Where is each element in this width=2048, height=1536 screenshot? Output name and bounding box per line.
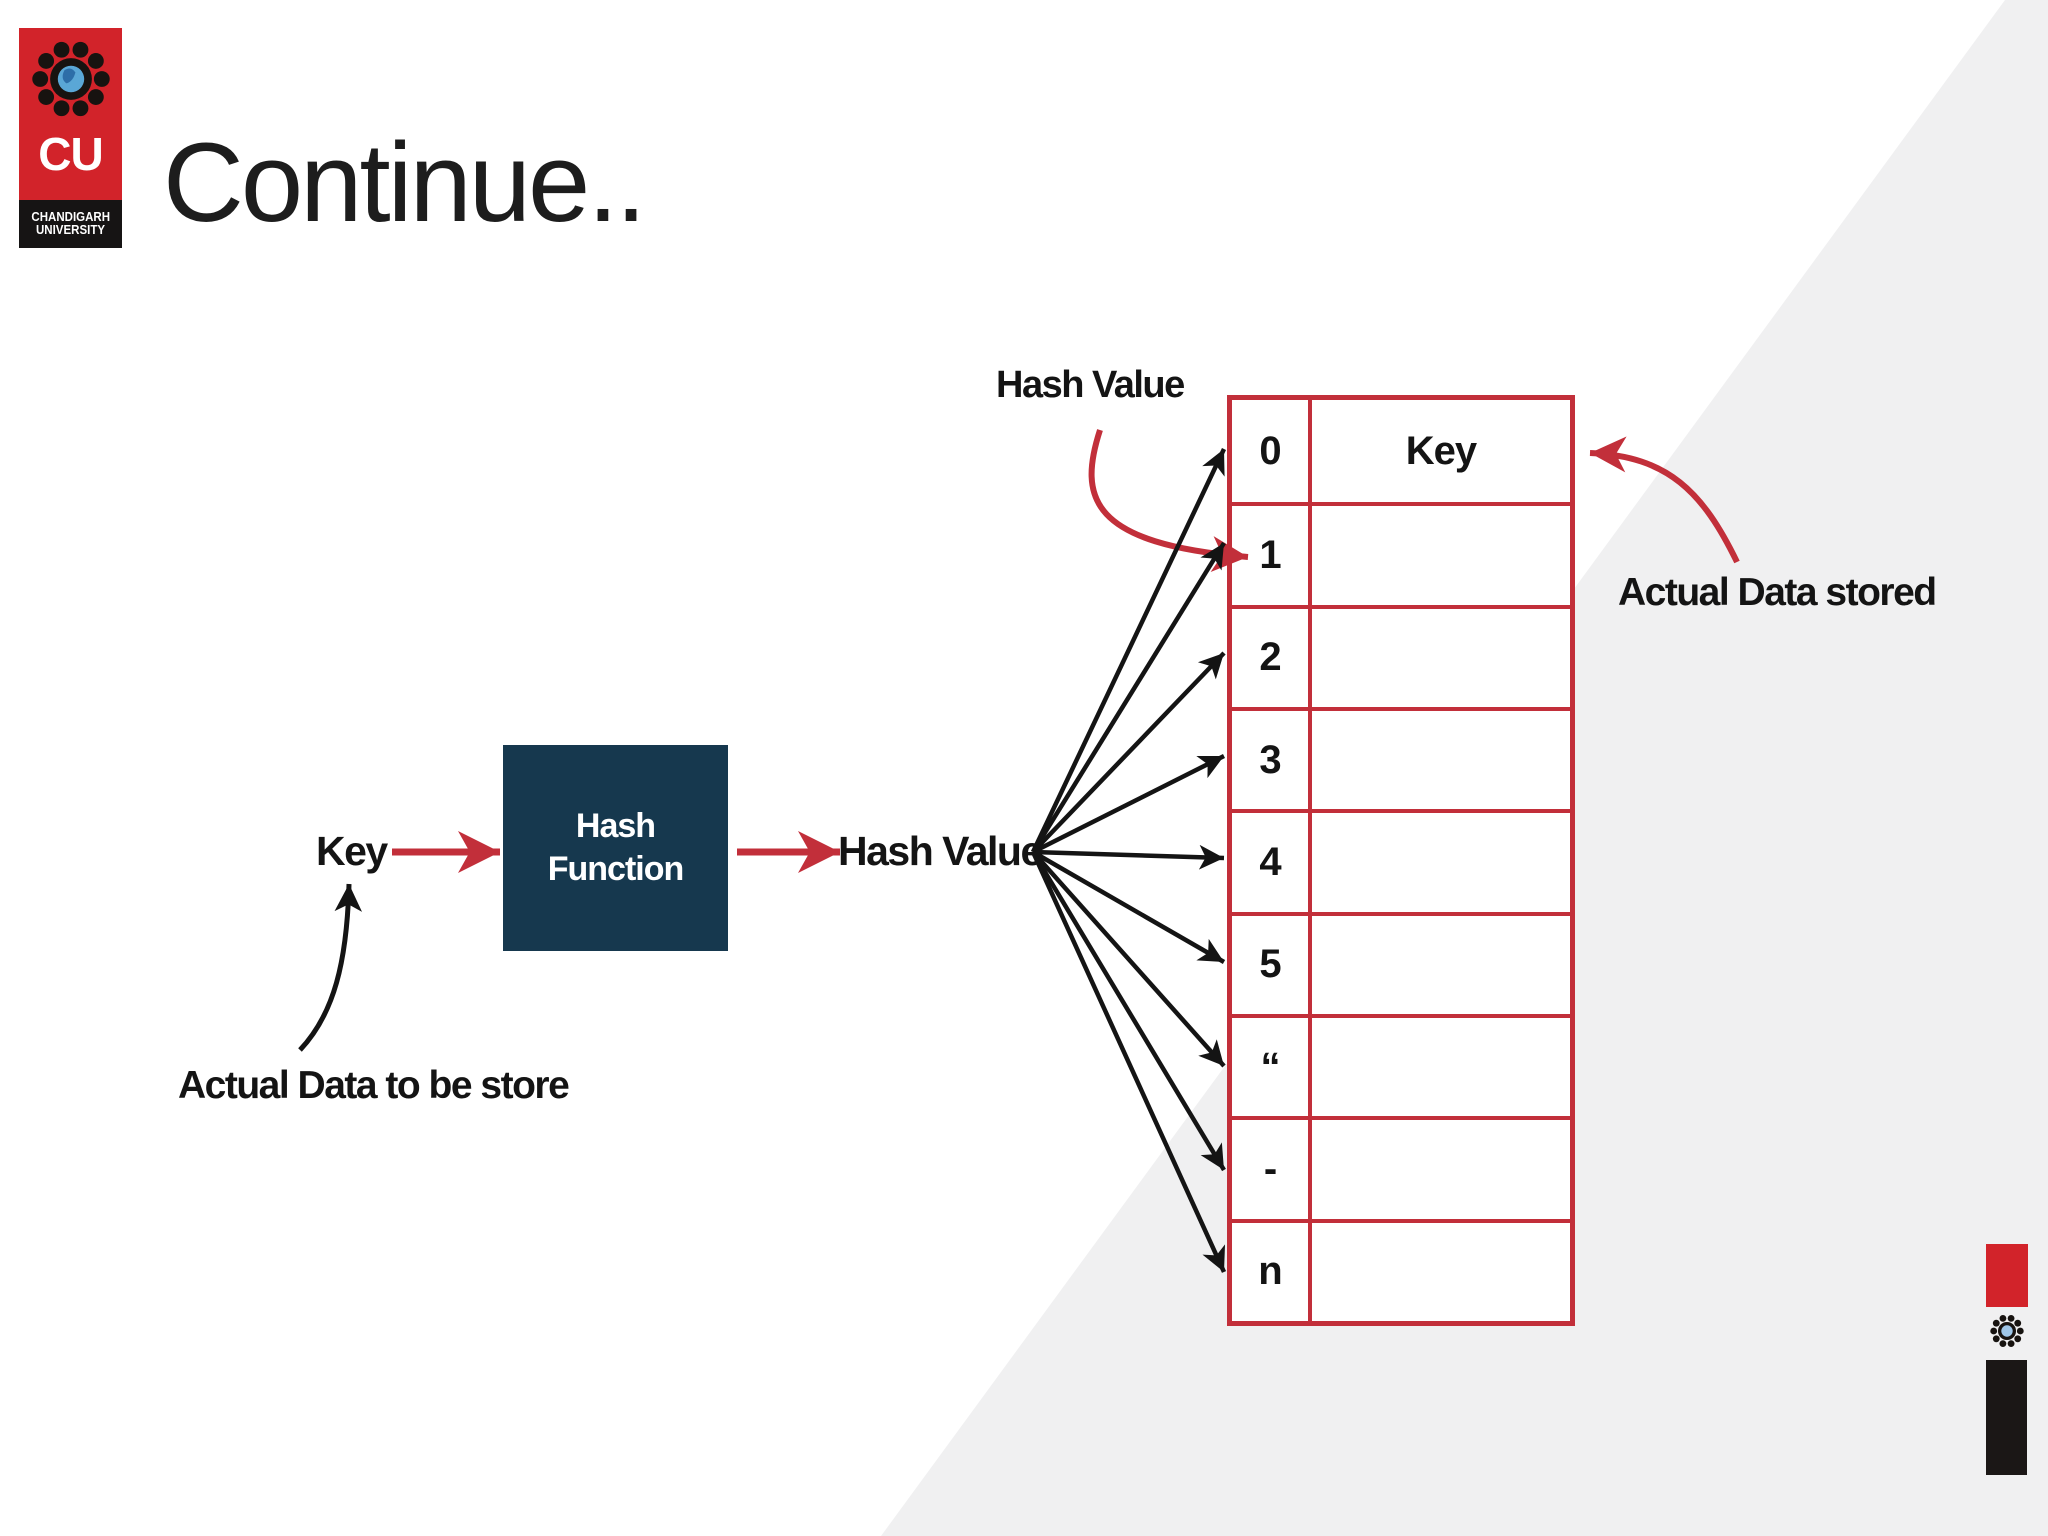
hash-value-label: Hash Value xyxy=(838,828,1043,874)
hash-function-label-line2: Function xyxy=(547,850,685,888)
row-index: 1 xyxy=(1232,506,1308,605)
logo-line1: CHANDIGARH xyxy=(31,209,110,224)
table-row: 1 xyxy=(1232,502,1570,605)
logo-abbr: CU xyxy=(38,128,103,180)
corner-red-rect xyxy=(1986,1244,2028,1307)
cu-logo: CU CHANDIGARH UNIVERSITY xyxy=(19,28,122,248)
table-row: 4 xyxy=(1232,809,1570,912)
row-value xyxy=(1308,813,1570,912)
table-row: 0 Key xyxy=(1232,400,1570,503)
logo-line2: UNIVERSITY xyxy=(35,223,105,237)
table-row: 3 xyxy=(1232,707,1570,810)
cu-logo-name-band: CHANDIGARH UNIVERSITY xyxy=(19,200,122,248)
table-row: 5 xyxy=(1232,911,1570,1014)
hash-value-top-label: Hash Value xyxy=(996,364,1185,406)
hash-function-box: Hash Function xyxy=(503,745,728,951)
row-value xyxy=(1308,608,1570,707)
row-index: 5 xyxy=(1232,915,1308,1014)
row-index: 4 xyxy=(1232,813,1308,912)
row-value xyxy=(1308,1222,1570,1321)
actual-data-stored-label: Actual Data stored xyxy=(1618,571,1937,614)
row-index: 3 xyxy=(1232,711,1308,810)
hash-table: 0 Key 1 2 3 4 5 “ - xyxy=(1227,395,1575,1326)
page-title: Continue.. xyxy=(163,120,647,245)
corner-gear-icon xyxy=(1990,1314,2024,1348)
hash-function-label-line1: Hash xyxy=(575,807,656,845)
table-row: “ xyxy=(1232,1014,1570,1117)
row-index: “ xyxy=(1232,1018,1308,1117)
row-index: n xyxy=(1232,1222,1308,1321)
table-row: - xyxy=(1232,1116,1570,1219)
key-label: Key xyxy=(316,828,388,874)
actual-data-to-be-store-label: Actual Data to be store xyxy=(178,1064,570,1107)
table-row: n xyxy=(1232,1218,1570,1321)
corner-black-rect xyxy=(1986,1360,2027,1475)
table-row: 2 xyxy=(1232,604,1570,707)
row-index: - xyxy=(1232,1120,1308,1219)
cu-emblem-icon xyxy=(31,41,110,117)
cu-logo-red-panel: CU xyxy=(19,28,122,200)
row-index: 2 xyxy=(1232,608,1308,707)
row-value xyxy=(1308,711,1570,810)
row-index: 0 xyxy=(1232,400,1308,503)
row-value xyxy=(1308,506,1570,605)
row-value xyxy=(1308,915,1570,1014)
row-value: Key xyxy=(1308,400,1570,503)
row-value xyxy=(1308,1018,1570,1117)
row-value xyxy=(1308,1120,1570,1219)
